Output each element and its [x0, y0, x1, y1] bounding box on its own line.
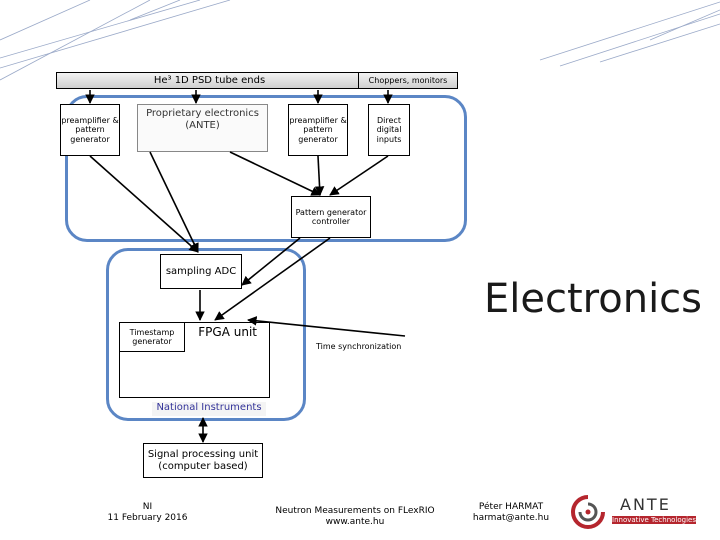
- footer-center-line2: www.ante.hu: [325, 517, 385, 528]
- ante-logo-name: ANTE: [620, 495, 671, 514]
- upper-group-outline: [65, 95, 467, 242]
- tube-ends-label: He³ 1D PSD tube ends: [153, 75, 266, 86]
- slide-title: Electronics: [484, 276, 703, 322]
- footer-center-line1: Neutron Measurements on FLexRIO: [275, 506, 435, 516]
- choppers-label: Choppers, monitors: [368, 76, 448, 85]
- footer-right-line1: Péter HARMAT: [478, 502, 544, 512]
- national-instruments-label: National Instruments: [152, 402, 266, 416]
- fpga-unit-label: FPGA unit: [198, 325, 257, 339]
- choppers-bar: Choppers, monitors: [358, 72, 458, 89]
- proprietary-electronics-box: Proprietary electronics (ANTE): [137, 104, 268, 152]
- ante-logo-mark-icon: [571, 495, 605, 529]
- footer-left-line2: 11 February 2016: [107, 513, 188, 524]
- signal-processing-unit-box: Signal processing unit (computer based): [143, 443, 263, 478]
- ante-logo-tagline: Innovative Technologies: [612, 516, 696, 524]
- preamplifier-right-box: preamplifier & pattern generator: [288, 104, 348, 156]
- footer-left: NI 11 February 2016: [100, 502, 195, 525]
- footer-right-line2: harmat@ante.hu: [472, 513, 550, 524]
- pattern-generator-controller-box: Pattern generator controller: [291, 196, 371, 238]
- footer-left-line1: NI: [142, 502, 153, 512]
- direct-digital-inputs-box: Direct digital inputs: [368, 104, 410, 156]
- time-synchronization-label: Time synchronization: [316, 342, 402, 351]
- footer-right: Péter HARMAT harmat@ante.hu: [462, 502, 560, 525]
- ante-logo: ANTE Innovative Technologies: [568, 493, 698, 531]
- timestamp-generator-box: Timestamp generator: [119, 322, 185, 352]
- footer-center: Neutron Measurements on FLexRIO www.ante…: [255, 506, 455, 529]
- preamplifier-left-box: preamplifier & pattern generator: [60, 104, 120, 156]
- sampling-adc-box: sampling ADC: [160, 254, 242, 289]
